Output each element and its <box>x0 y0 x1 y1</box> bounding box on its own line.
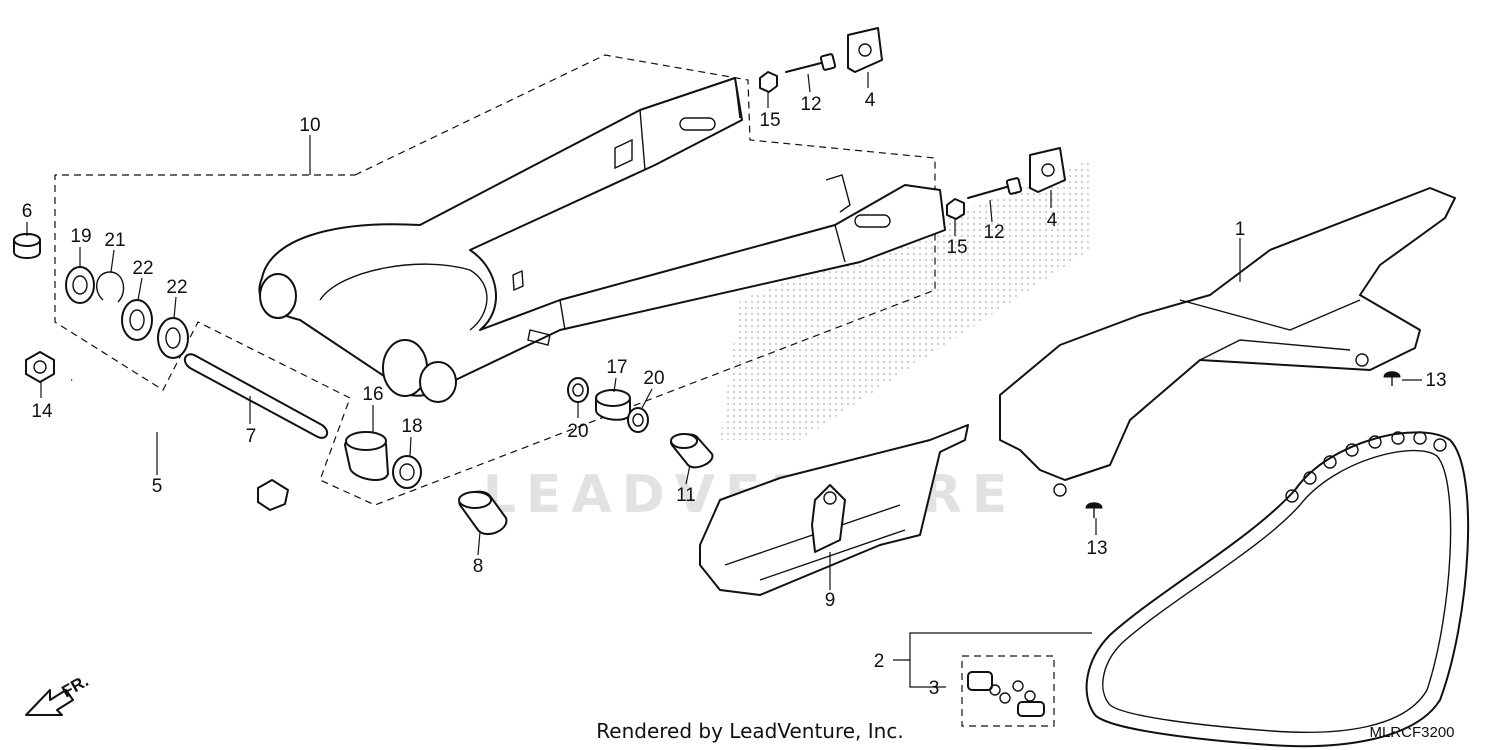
drive-chain <box>1085 431 1470 748</box>
callout-20b: 20 <box>643 368 664 389</box>
nut-15a <box>759 71 778 93</box>
callout-7: 7 <box>246 426 257 447</box>
callout-16: 16 <box>362 384 383 405</box>
swingarm-group-outline <box>54 54 936 506</box>
leader-lines <box>26 72 1422 688</box>
bushing-17 <box>595 389 631 421</box>
callout-20a: 20 <box>567 421 588 442</box>
collar-8 <box>458 490 508 536</box>
chain-joint-kit <box>961 655 1055 727</box>
callout-1: 1 <box>1235 219 1246 240</box>
callout-2: 2 <box>874 651 885 672</box>
bearing-22a <box>121 299 153 341</box>
callout-3: 3 <box>929 678 940 699</box>
watermark: LEADVENTURE <box>483 160 1090 525</box>
callout-13a: 13 <box>1425 370 1446 391</box>
adjuster-plate-4b <box>1029 147 1066 193</box>
callout-5: 5 <box>152 476 163 497</box>
adjuster-bolt-12b <box>967 177 1023 199</box>
circlip-21 <box>95 271 125 303</box>
seal-20a <box>567 377 589 403</box>
callout-10: 10 <box>299 115 320 136</box>
needle-bearing-16 <box>344 431 389 482</box>
callout-15b: 15 <box>946 237 967 258</box>
callout-15a: 15 <box>759 110 780 131</box>
adjuster-bolt-12a <box>785 53 837 73</box>
callout-22b: 22 <box>166 277 187 298</box>
adjuster-plate-4a <box>847 27 883 73</box>
pivot-nut <box>25 351 55 383</box>
callout-12b: 12 <box>983 222 1004 243</box>
callout-4a: 4 <box>865 90 876 111</box>
collar-11 <box>670 433 714 469</box>
screw-13a <box>1383 371 1401 386</box>
collar-6 <box>13 233 41 259</box>
render-credit: Rendered by LeadVenture, Inc. <box>596 719 903 743</box>
swingarm <box>258 77 946 403</box>
front-direction-indicator: FR. <box>25 671 92 716</box>
callout-8: 8 <box>473 556 484 577</box>
callout-14: 14 <box>31 401 53 422</box>
callout-9: 9 <box>825 590 836 611</box>
chain-guard <box>999 187 1456 497</box>
callout-17: 17 <box>606 357 627 378</box>
seal-19 <box>65 266 95 304</box>
seal-18 <box>392 455 422 489</box>
callout-12a: 12 <box>800 94 821 115</box>
nut-15b <box>946 198 965 220</box>
screw-13b <box>1085 502 1103 518</box>
bearing-22b <box>157 317 189 359</box>
front-arrow-icon <box>25 689 74 716</box>
diagram-code: MLRCF3200 <box>1369 724 1454 741</box>
callout-labels: 1 2 3 4 4 5 6 7 8 9 10 11 12 12 13 13 14… <box>22 90 1447 699</box>
callout-21: 21 <box>104 230 125 251</box>
callout-18: 18 <box>401 416 422 437</box>
chain-slider <box>699 424 969 596</box>
callout-4b: 4 <box>1047 210 1058 231</box>
callout-19: 19 <box>70 226 91 247</box>
pivot-collar <box>183 353 329 439</box>
callout-22a: 22 <box>132 258 153 279</box>
callout-11: 11 <box>676 485 696 506</box>
seal-20b <box>627 407 649 433</box>
pivot-bolt <box>70 377 289 511</box>
callout-6: 6 <box>22 201 33 222</box>
callout-13b: 13 <box>1086 538 1107 559</box>
